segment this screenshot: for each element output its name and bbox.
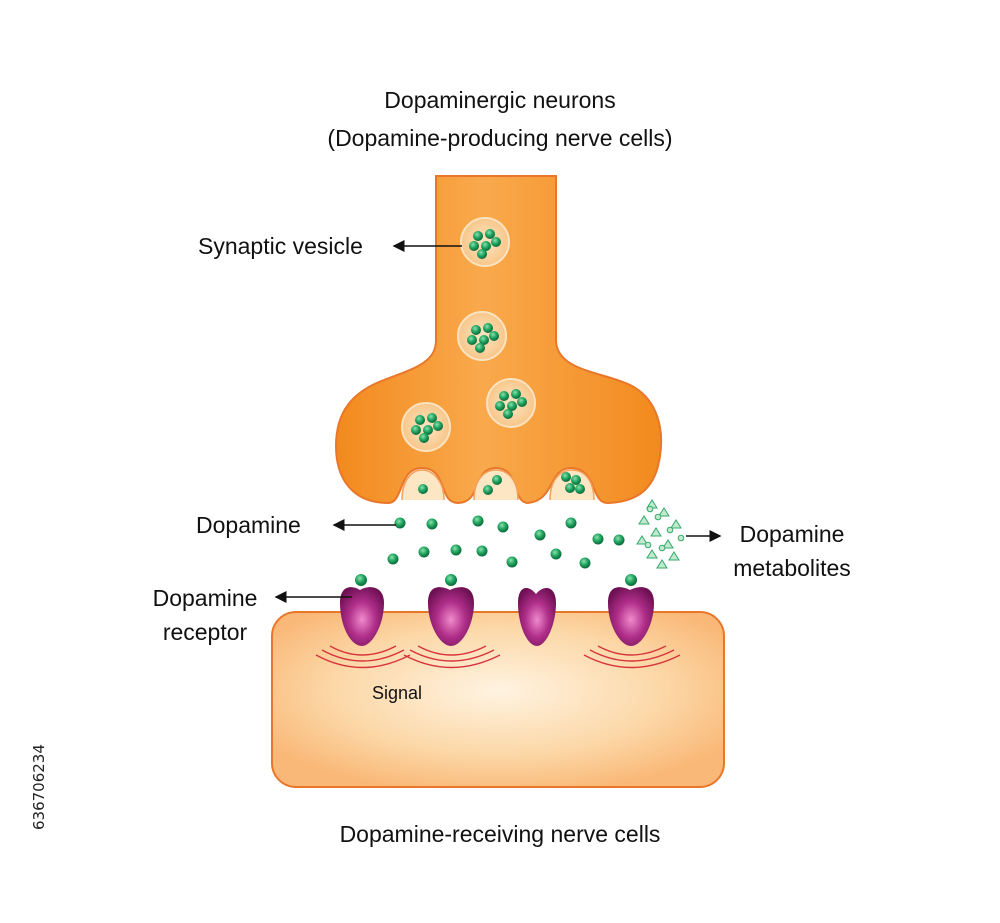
dopamine-receptor (340, 587, 384, 646)
label-synaptic-vesicle: Synaptic vesicle (198, 233, 363, 259)
bound-dopamine (355, 574, 637, 586)
released-dopamine-pockets (418, 472, 585, 495)
receiving-cell-body (271, 611, 725, 788)
stock-image-id: 636706234 (6, 690, 48, 830)
dopamine-receptor (518, 587, 556, 646)
diagram-title-line1: Dopaminergic neurons (384, 87, 616, 113)
stock-image-id-text: 636706234 (30, 744, 48, 830)
label-dopamine-metabolites-line1: Dopamine (739, 521, 845, 547)
dopamine-receptor (428, 587, 474, 646)
dopamine-receptor (608, 587, 654, 646)
label-dopamine-metabolites-line2: metabolites (733, 555, 851, 581)
label-dopamine: Dopamine (196, 512, 301, 538)
label-signal: Signal (372, 683, 423, 703)
diagram-title-line2: (Dopamine-producing nerve cells) (327, 125, 673, 151)
label-dopamine-receptor-line2: receptor (162, 619, 248, 645)
footer-caption: Dopamine-receiving nerve cells (339, 821, 661, 847)
label-dopamine-receptor-line1: Dopamine (152, 585, 258, 611)
dopamine-receptors (340, 587, 654, 646)
vesicle-dopamine (411, 229, 527, 443)
cleft-dopamine (387, 515, 625, 569)
annotation-arrows (274, 240, 722, 603)
signal-waves (315, 645, 681, 669)
dopamine-metabolites (636, 499, 685, 569)
